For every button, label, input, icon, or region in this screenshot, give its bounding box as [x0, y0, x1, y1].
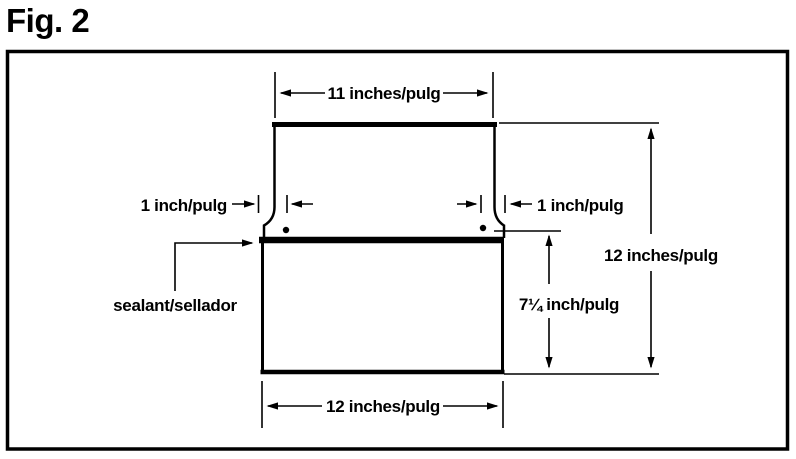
sealant-dot-left: [282, 226, 290, 234]
dim-lower-height: 7¼ inch/pulg: [494, 230, 619, 369]
dim-inset-right: 1 inch/pulg: [457, 195, 624, 215]
upper-duct-left-wall: [262, 126, 276, 238]
diagram-frame: [5, 49, 790, 451]
sealant-leader-line: [174, 239, 254, 291]
dim-total-height-label: 12 inches/pulg: [604, 246, 718, 265]
sealant-label: sealant/sellador: [113, 296, 237, 315]
dim-bottom-width-label: 12 inches/pulg: [326, 397, 440, 416]
dim-lower-height-label: 7¼ inch/pulg: [519, 295, 619, 314]
dim-inset-left-label: 1 inch/pulg: [141, 196, 227, 215]
dim-top-width: 11 inches/pulg: [274, 72, 494, 118]
duct-outline: [259, 122, 506, 375]
sealant-callout: sealant/sellador: [113, 239, 254, 315]
upper-duct-right-wall: [493, 126, 506, 238]
dim-bottom-width: 12 inches/pulg: [261, 381, 504, 428]
sealant-dot-right: [479, 224, 487, 232]
dim-inset-right-label: 1 inch/pulg: [537, 196, 623, 215]
dim-total-height: 12 inches/pulg: [499, 122, 718, 375]
dim-top-width-label: 11 inches/pulg: [328, 84, 441, 103]
dim-inset-left: 1 inch/pulg: [141, 195, 313, 215]
figure-title: Fig. 2: [6, 2, 90, 39]
